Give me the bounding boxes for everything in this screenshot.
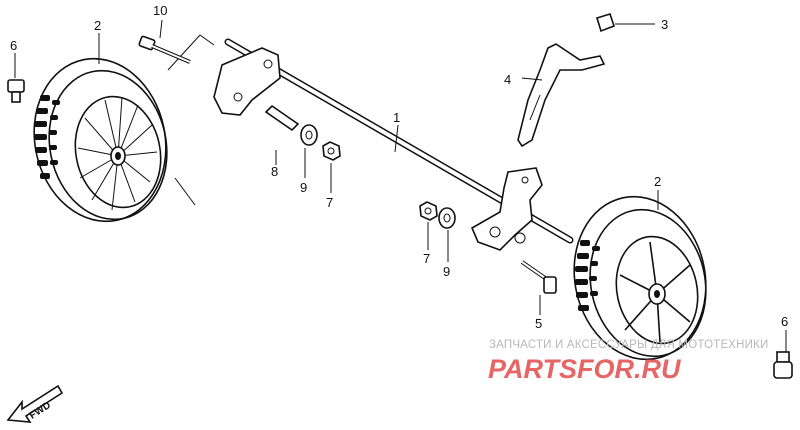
callout-6-left: 6 xyxy=(10,38,17,53)
part-9-left-washer xyxy=(300,124,318,146)
part-6-left-nut xyxy=(7,79,25,103)
callout-2-left: 2 xyxy=(94,18,101,33)
left-bracket xyxy=(213,47,281,116)
left-assembly-lines xyxy=(167,34,215,206)
right-bracket xyxy=(470,167,543,251)
callout-7-right: 7 xyxy=(423,251,430,266)
part-3-knob xyxy=(596,13,616,33)
callout-3: 3 xyxy=(661,17,668,32)
watermark-caption: ЗАПЧАСТИ И АКСЕССУАРЫ ДЛЯ МОТОТЕХНИКИ xyxy=(489,339,769,351)
callout-5: 5 xyxy=(535,316,542,331)
callout-labels: 10 2 6 1 8 9 7 7 9 5 2 4 3 6 xyxy=(10,3,788,331)
callout-9-right: 9 xyxy=(443,264,450,279)
callout-9-left: 9 xyxy=(300,180,307,195)
watermark: ЗАПЧАСТИ И АКСЕССУАРЫ ДЛЯ МОТОТЕХНИКИ PA… xyxy=(488,339,769,384)
callout-4: 4 xyxy=(504,72,511,87)
watermark-logo: PARTSFOR.RU xyxy=(488,354,682,384)
callout-6-right: 6 xyxy=(781,314,788,329)
part-7-right-nut xyxy=(419,201,438,221)
left-wheel xyxy=(33,57,168,223)
callout-8: 8 xyxy=(271,164,278,179)
part-6-right-nut xyxy=(773,351,793,379)
callout-7-left: 7 xyxy=(326,195,333,210)
right-wheel xyxy=(573,195,707,361)
part-4-lever xyxy=(517,43,606,148)
part-7-left-nut xyxy=(322,141,341,161)
callout-1: 1 xyxy=(393,110,400,125)
forward-direction-arrow: FWD xyxy=(6,384,64,423)
callout-10: 10 xyxy=(153,3,167,18)
part-10-bolt xyxy=(138,35,191,64)
part-9-right-washer xyxy=(438,207,456,229)
callout-2-right: 2 xyxy=(654,174,661,189)
part-8-pin xyxy=(264,104,300,132)
leader-lines xyxy=(14,19,787,352)
part-5-bolt xyxy=(520,260,557,294)
